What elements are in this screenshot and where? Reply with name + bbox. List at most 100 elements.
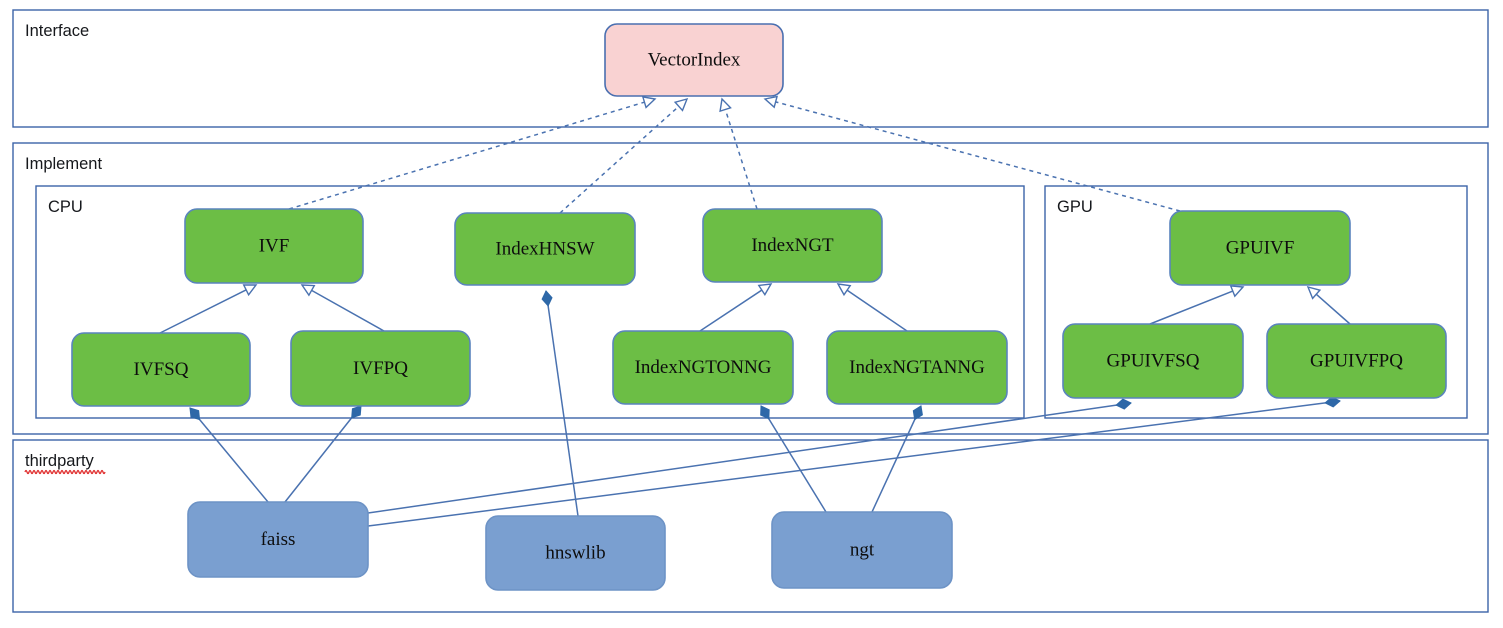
edge-gpuivfpq-to-gpuivf [1306, 285, 1351, 325]
group-border-implement [12, 142, 1489, 435]
realization-arrowhead [763, 95, 779, 109]
generalization-arrowhead [1229, 285, 1245, 298]
edge-indexngtanng-to-indexngt [836, 283, 908, 332]
node-box-gpuivfsq[interactable] [1062, 323, 1244, 399]
group-gpu: GPU [1044, 185, 1468, 419]
edge-ivf-to-vectorindex [288, 96, 657, 210]
node-gpuivf[interactable]: GPUIVF [1169, 210, 1351, 286]
node-box-indexngt[interactable] [702, 208, 883, 283]
edge-ivfpq-to-ivf [300, 284, 385, 332]
node-label-ngt: ngt [850, 539, 875, 560]
node-indexngtanng[interactable]: IndexNGTANNG [826, 330, 1008, 405]
node-box-vectorindex[interactable] [604, 23, 784, 97]
edge-line [871, 405, 922, 513]
node-gpuivfsq[interactable]: GPUIVFSQ [1062, 323, 1244, 399]
edge-faiss-to-gpuivfpq [367, 396, 1341, 527]
edge-line [367, 402, 1132, 514]
composition-diamond [1115, 398, 1132, 410]
node-label-indexhnsw: IndexHNSW [495, 238, 594, 259]
edge-line [699, 288, 764, 332]
generalization-arrowhead [757, 283, 773, 296]
node-box-ngt[interactable] [771, 511, 953, 589]
node-box-faiss[interactable] [187, 501, 369, 578]
composition-diamond [189, 407, 201, 421]
group-border-gpu [1044, 185, 1468, 419]
edge-line [545, 290, 579, 517]
group-cpu: CPU [35, 185, 1025, 419]
edge-line [189, 407, 269, 503]
node-label-gpuivfsq: GPUIVFSQ [1107, 350, 1200, 371]
group-implement: Implement [12, 142, 1489, 435]
edge-line [760, 405, 827, 513]
composition-diamond [351, 405, 362, 419]
node-box-hnswlib[interactable] [485, 515, 666, 591]
node-box-indexhnsw[interactable] [454, 212, 636, 286]
group-label-cpu: CPU [48, 198, 83, 216]
node-box-indexngtonng[interactable] [612, 330, 794, 405]
node-ngt[interactable]: ngt [771, 511, 953, 589]
node-box-indexngtanng[interactable] [826, 330, 1008, 405]
node-label-indexngt: IndexNGT [751, 235, 834, 256]
edges [159, 95, 1351, 527]
group-interface: Interface [12, 9, 1489, 128]
composition-diamond [760, 405, 770, 420]
node-label-ivfpq: IVFPQ [353, 358, 408, 379]
node-box-ivf[interactable] [184, 208, 364, 284]
group-border-interface [12, 9, 1489, 128]
node-ivfsq[interactable]: IVFSQ [71, 332, 251, 407]
node-indexhnsw[interactable]: IndexHNSW [454, 212, 636, 286]
edge-hnswlib-to-indexhnsw [541, 290, 579, 517]
node-faiss[interactable]: faiss [187, 501, 369, 578]
node-label-faiss: faiss [261, 529, 296, 550]
node-box-ivfpq[interactable] [290, 330, 471, 407]
generalization-arrowhead [1306, 285, 1322, 300]
node-ivfpq[interactable]: IVFPQ [290, 330, 471, 407]
edge-line [310, 289, 385, 332]
edge-line [724, 108, 758, 210]
group-thirdparty: thirdparty [12, 439, 1489, 613]
edge-faiss-to-ivfpq [284, 405, 362, 503]
group-label-interface: Interface [25, 22, 89, 40]
node-label-gpuivf: GPUIVF [1226, 237, 1295, 258]
group-label-thirdparty: thirdparty [25, 452, 95, 470]
node-label-indexngtanng: IndexNGTANNG [849, 357, 985, 378]
node-ivf[interactable]: IVF [184, 208, 364, 284]
group-border-cpu [35, 185, 1025, 419]
node-gpuivfpq[interactable]: GPUIVFPQ [1266, 323, 1447, 399]
node-box-gpuivfpq[interactable] [1266, 323, 1447, 399]
edge-indexngt-to-vectorindex [719, 97, 758, 210]
spellcheck-underline [24, 469, 106, 475]
edge-gpuivf-to-vectorindex [763, 95, 1181, 212]
node-box-ivfsq[interactable] [71, 332, 251, 407]
edge-ngt-to-indexngtanng [871, 405, 923, 513]
edge-line [845, 289, 908, 332]
edge-line [774, 100, 1181, 212]
node-vectorindex[interactable]: VectorIndex [604, 23, 784, 97]
realization-arrowhead [673, 97, 689, 112]
composition-diamond [541, 290, 553, 307]
node-indexngt[interactable]: IndexNGT [702, 208, 883, 283]
node-label-vectorindex: VectorIndex [648, 49, 741, 70]
node-label-gpuivfpq: GPUIVFPQ [1310, 350, 1403, 371]
edge-line [159, 288, 248, 334]
group-border-thirdparty [12, 439, 1489, 613]
edge-line [367, 400, 1341, 527]
node-box-gpuivf[interactable] [1169, 210, 1351, 286]
edge-line [1149, 289, 1234, 325]
edge-ivfsq-to-ivf [159, 284, 258, 334]
composition-diamond [912, 405, 923, 421]
edge-line [1315, 293, 1351, 325]
edge-gpuivfsq-to-gpuivf [1149, 285, 1245, 325]
generalization-arrowhead [242, 284, 258, 297]
edge-line [559, 105, 681, 214]
node-label-indexngtonng: IndexNGTONNG [635, 357, 772, 378]
node-label-ivfsq: IVFSQ [134, 359, 189, 380]
edge-line [284, 405, 362, 503]
node-indexngtonng[interactable]: IndexNGTONNG [612, 330, 794, 405]
node-label-hnswlib: hnswlib [545, 542, 605, 563]
node-hnswlib[interactable]: hnswlib [485, 515, 666, 591]
